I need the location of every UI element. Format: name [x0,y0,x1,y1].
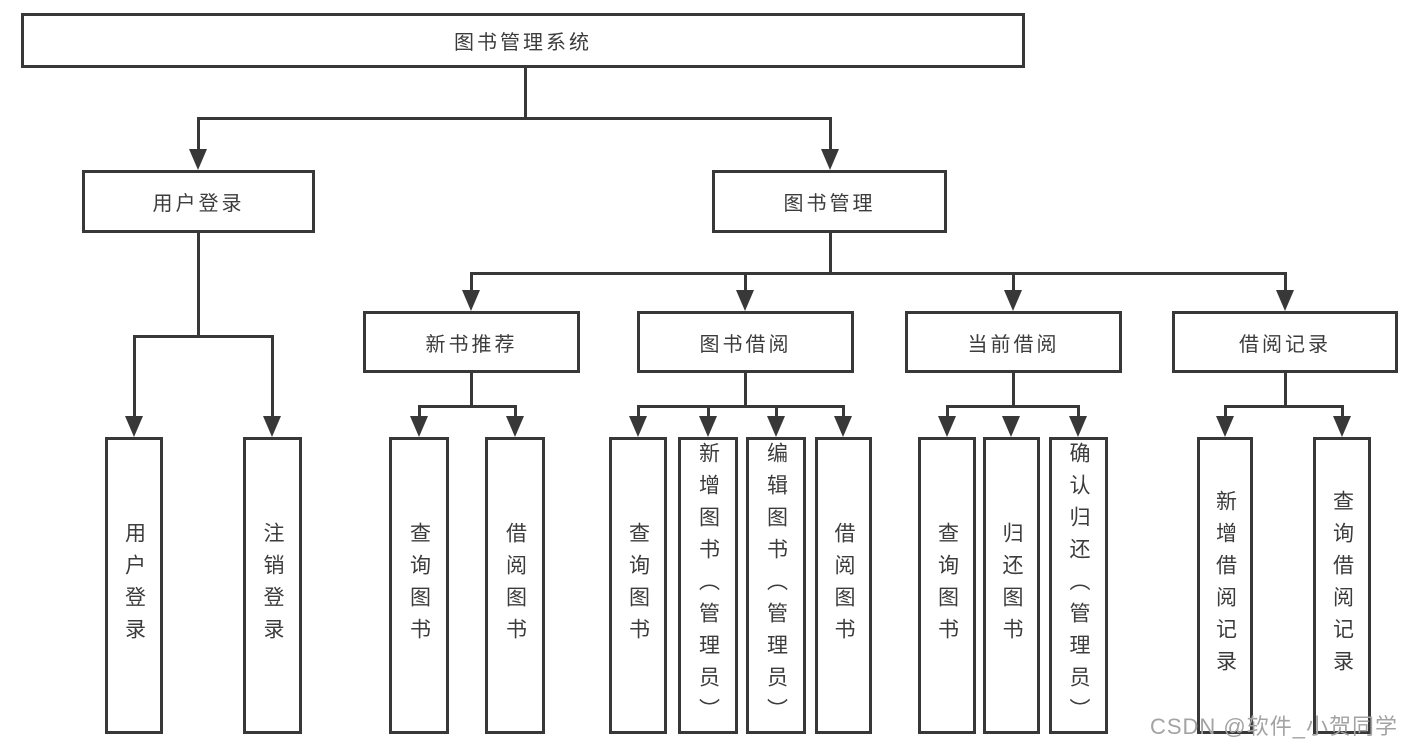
connector-vline [132,336,136,419]
node-book-borrow: 图书借阅 [637,311,854,373]
leaf-cur-query-books-label: 查询图书 [935,521,959,650]
node-borrow-records: 借阅记录 [1172,311,1398,373]
leaf-logout-label: 注销登录 [261,521,284,650]
connector-vline [196,233,200,337]
connector-vline [1283,373,1287,406]
arrow-down-icon [189,149,207,170]
node-book-mgmt: 图书管理 [712,170,947,233]
connector-hline [945,404,1080,408]
leaf-bb-query-books-label: 查询图书 [626,521,650,650]
arrow-down-icon [1276,290,1294,311]
connector-hline [636,404,845,408]
connector-hline [417,404,517,408]
connector-vline [945,406,949,419]
connector-vline [1340,406,1344,419]
connector-vline [1283,273,1287,295]
leaf-bb-add-books-label: 新增图书（管理员） [696,441,720,730]
node-book-mgmt-label: 图书管理 [783,193,876,215]
arrow-down-icon [125,416,143,437]
connector-vline [469,273,473,295]
arrow-down-icon [767,416,785,437]
arrow-down-icon [263,416,281,437]
connector-hline [132,334,274,338]
connector-vline [828,118,832,154]
connector-vline [706,406,710,419]
leaf-logout: 注销登录 [243,437,302,734]
arrow-down-icon [821,149,839,170]
leaf-user-login: 用户登录 [105,437,163,734]
connector-vline [743,373,747,406]
arrow-down-icon [1004,290,1022,311]
node-new-book-rec-label: 新书推荐 [425,333,518,356]
leaf-query-borrow-record-label: 查询借阅记录 [1330,489,1354,682]
node-user-login-label: 用户登录 [152,193,245,215]
leaf-bb-add-books: 新增图书（管理员） [678,437,738,734]
arrow-down-icon [1069,416,1087,437]
leaf-add-borrow-record-label: 新增借阅记录 [1213,489,1237,682]
connector-vline [513,406,517,419]
leaf-cur-return-books-label: 归还图书 [1000,521,1023,650]
leaf-bb-edit-books: 编辑图书（管理员） [746,437,806,734]
leaf-query-borrow-record: 查询借阅记录 [1313,437,1371,734]
node-borrow-records-label: 借阅记录 [1239,333,1331,356]
arrow-down-icon [629,416,647,437]
leaf-rec-query-books: 查询图书 [389,437,449,734]
leaf-bb-borrow-books-label: 借阅图书 [832,521,855,650]
connector-vline [196,118,200,154]
connector-vline [1223,406,1227,419]
connector-vline [1076,406,1080,419]
leaf-rec-query-books-label: 查询图书 [407,521,431,650]
leaf-bb-edit-books-label: 编辑图书（管理员） [764,441,788,730]
connector-vline [523,68,527,118]
leaf-rec-borrow-books: 借阅图书 [485,437,545,734]
arrow-down-icon [938,416,956,437]
connector-vline [469,373,473,406]
node-user-login: 用户登录 [82,170,315,233]
node-current-borrow: 当前借阅 [905,311,1122,373]
leaf-cur-confirm-return-label: 确认归还（管理员） [1067,441,1090,730]
connector-vline [270,336,274,419]
leaf-bb-query-books: 查询图书 [609,437,667,734]
connector-vline [636,406,640,419]
connector-hline [469,271,1287,275]
leaf-add-borrow-record: 新增借阅记录 [1197,437,1253,734]
connector-vline [841,406,845,419]
arrow-down-icon [410,416,428,437]
connector-hline [1223,404,1344,408]
connector-vline [774,406,778,419]
leaf-cur-return-books: 归还图书 [983,437,1040,734]
leaf-cur-confirm-return: 确认归还（管理员） [1049,437,1108,734]
leaf-rec-borrow-books-label: 借阅图书 [503,521,527,650]
connector-vline [828,233,832,274]
node-root-label: 图书管理系统 [454,32,592,54]
connector-vline [417,406,421,419]
node-root: 图书管理系统 [21,13,1025,68]
connector-vline [1011,373,1015,406]
node-new-book-rec: 新书推荐 [363,311,580,373]
arrow-down-icon [1002,416,1020,437]
leaf-bb-borrow-books: 借阅图书 [815,437,872,734]
node-current-borrow-label: 当前借阅 [967,333,1060,356]
arrow-down-icon [462,290,480,311]
leaf-cur-query-books: 查询图书 [918,437,976,734]
leaf-user-login-label: 用户登录 [122,521,146,650]
arrow-down-icon [736,290,754,311]
arrow-down-icon [699,416,717,437]
arrow-down-icon [506,416,524,437]
arrow-down-icon [1216,416,1234,437]
connector-vline [743,273,747,295]
node-book-borrow-label: 图书借阅 [699,333,792,356]
arrow-down-icon [834,416,852,437]
watermark: CSDN @软件_小贺同学 [1149,714,1398,739]
arrow-down-icon [1333,416,1351,437]
connector-hline [196,116,832,120]
connector-vline [1011,273,1015,295]
